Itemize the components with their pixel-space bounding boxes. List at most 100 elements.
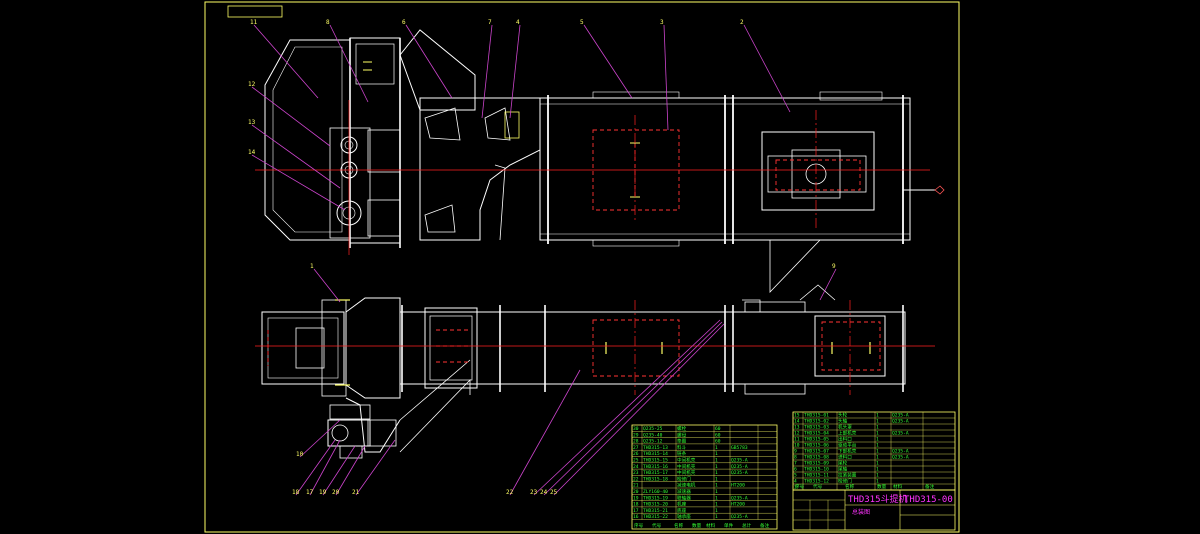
table-cell: 6	[794, 467, 797, 473]
table-cell: THD315-17	[643, 470, 668, 476]
table-cell: 26	[633, 451, 639, 457]
leader-lines	[251, 24, 837, 496]
table-cell: 1	[876, 473, 879, 479]
table-footer-cell: 材料	[893, 483, 903, 490]
top-balloon-2: 2	[740, 19, 744, 26]
top-leader-13	[251, 124, 341, 189]
top-balloon-4: 4	[516, 19, 520, 26]
table-cell: 18	[633, 502, 639, 508]
table-cell: THD315-18	[643, 476, 668, 482]
bottom-balloon-22: 22	[506, 489, 514, 496]
table-cell: 1	[715, 508, 718, 514]
table-cell: 28	[633, 439, 639, 445]
table-cell: 链条	[677, 450, 687, 457]
drawing-frame	[204, 1, 960, 533]
table-cell: 驱动平台	[838, 442, 857, 449]
table-cell: THD315-15	[643, 458, 668, 464]
table-cell: 1	[876, 443, 879, 449]
table-cell: 60	[715, 426, 721, 432]
table-cell: 19	[633, 495, 639, 501]
table-cell: THD315-08	[804, 455, 829, 461]
table-cell: 中间机壳	[677, 469, 696, 476]
top-leader-8	[329, 24, 369, 103]
table-cell: 1	[876, 425, 879, 431]
bottom-balloon-20: 20	[332, 489, 340, 496]
table-footer-cell: 单件	[724, 522, 734, 529]
table-cell: 1	[876, 419, 879, 425]
table-cell: 1	[715, 445, 718, 451]
table-cell: 21	[633, 483, 639, 489]
table-cell: 60	[715, 432, 721, 438]
table-cell: 15	[794, 413, 800, 419]
table-cell: THD315-19	[643, 495, 668, 501]
table-footer-cell: 序号	[634, 522, 644, 529]
table-cell: 尾轴	[838, 466, 848, 473]
top-balloon-12: 12	[248, 81, 256, 88]
table-cell: 1	[715, 489, 718, 495]
table-cell: 30	[633, 426, 639, 432]
bottom-balloon-17: 17	[306, 489, 314, 496]
table-cell: 螺栓	[677, 425, 687, 432]
top-leader-4	[509, 24, 521, 119]
table-cell: THD315-03	[804, 425, 829, 431]
table-cell: Q235-A	[731, 458, 748, 464]
table-cell: 17	[633, 508, 639, 514]
table-cell: 1	[715, 470, 718, 476]
table-cell: 14	[794, 419, 800, 425]
bottom-balloon-1: 1	[310, 263, 314, 270]
bottom-balloon-24: 24	[540, 489, 548, 496]
bottom-leader-22	[509, 369, 581, 496]
top-balloon-5: 5	[580, 19, 584, 26]
table-cell: 减速器	[677, 488, 691, 495]
table-cell: THD315-21	[643, 508, 668, 514]
table-cell: THD315-02	[804, 419, 829, 425]
table-cell: GB5783	[731, 445, 748, 451]
table-footer-cell: 数量	[692, 522, 702, 529]
bottom-leader-17	[309, 439, 341, 496]
top-leader-3	[663, 24, 669, 131]
top-elevation-view	[264, 29, 945, 293]
top-leader-2	[743, 24, 791, 113]
table-cell: 1	[876, 467, 879, 473]
table-cell: THD315-14	[643, 451, 668, 457]
table-cell: Q235-40	[643, 432, 663, 438]
top-leader-6	[405, 24, 453, 99]
bottom-leader-1	[313, 268, 341, 303]
table-cell: 1	[715, 451, 718, 457]
table-cell: THD315-20	[643, 502, 668, 508]
table-footer-cell: 备注	[760, 522, 770, 529]
top-balloon-13: 13	[248, 119, 256, 126]
bottom-leader-21	[355, 439, 396, 496]
table-cell: 联轴器	[677, 494, 691, 501]
bottom-leader-18	[295, 439, 336, 496]
table-footer-cell: 序号	[795, 483, 805, 490]
bottom-balloon-18: 18	[292, 489, 300, 496]
table-cell: 25	[633, 458, 639, 464]
top-balloon-6: 6	[402, 19, 406, 26]
table-cell: Q235-12	[643, 439, 663, 445]
drawing-subtitle: 总装图	[852, 508, 870, 516]
table-cell: 60	[715, 439, 721, 445]
table-cell: 4	[794, 479, 797, 485]
table-cell: Q235-25	[643, 426, 663, 432]
table-cell: Q235-A	[892, 455, 909, 461]
table-cell: 1	[715, 483, 718, 489]
table-cell: THD315-04	[804, 431, 829, 437]
table-cell: Q235-A	[731, 464, 748, 470]
table-cell: 1	[876, 413, 879, 419]
bottom-leader-20	[335, 445, 366, 496]
table-cell: 13	[794, 425, 800, 431]
table-cell: 1	[876, 461, 879, 467]
bottom-marks	[335, 299, 871, 386]
table-cell: THD315-06	[804, 443, 829, 449]
table-footer-cell: 名称	[674, 522, 684, 529]
table-cell: 中间机壳	[677, 463, 696, 470]
table-cell: 1	[715, 514, 718, 520]
table-cell: 1	[876, 479, 879, 485]
table-cell: ZLY160-40	[643, 489, 668, 495]
table-cell: THD315-11	[804, 473, 829, 479]
top-center-lines	[255, 100, 930, 255]
table-cell: THD315-16	[643, 464, 668, 470]
